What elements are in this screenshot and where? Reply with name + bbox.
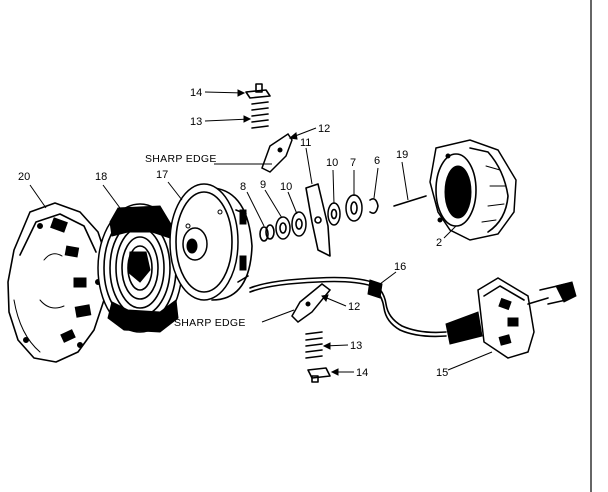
label-part-10-a: 10 [280, 181, 292, 193]
label-part-13-bottom: 13 [350, 340, 362, 352]
label-part-6: 6 [374, 155, 380, 167]
label-part-7: 7 [350, 157, 356, 169]
part-12a-pawl [261, 132, 293, 173]
sharp-edge-label-top: SHARP EDGE [145, 153, 217, 165]
part-6-retainer [369, 198, 379, 214]
part-16-starter-rope [249, 276, 447, 338]
sharp-edge-label-bottom: SHARP EDGE [174, 317, 246, 329]
part-10a-washer [291, 211, 307, 237]
label-part-14-top: 14 [190, 87, 202, 99]
label-part-11: 11 [300, 137, 311, 149]
label-part-17: 17 [156, 169, 168, 181]
part-18-rewind-spring [97, 203, 183, 333]
label-part-8: 8 [240, 181, 246, 193]
part-2-housing-cup [429, 139, 517, 241]
label-part-18: 18 [95, 171, 107, 183]
label-part-15: 15 [436, 367, 448, 379]
label-part-20: 20 [18, 171, 30, 183]
part-8-spring-washer [259, 224, 275, 242]
leader-lines [29, 91, 493, 373]
part-14a-screw [245, 83, 271, 99]
label-part-16: 16 [394, 261, 406, 273]
label-part-19: 19 [396, 149, 408, 161]
label-part-14-bottom: 14 [356, 367, 368, 379]
part-14b-screw [307, 367, 331, 383]
part-13a-spring [251, 101, 269, 129]
part-labels: 20 18 17 14 13 12 11 8 9 10 10 7 6 19 2 … [18, 87, 448, 379]
label-part-2: 2 [436, 237, 442, 249]
leader-arrowheads [237, 89, 339, 376]
part-9-washer [275, 216, 291, 240]
label-part-12-top: 12 [318, 123, 330, 135]
part-10b-washer [327, 202, 341, 226]
label-part-12-bottom: 12 [348, 301, 360, 313]
part-13b-spring [305, 331, 323, 359]
part-20-cover-plate [7, 202, 109, 363]
label-part-10-b: 10 [326, 157, 338, 169]
part-7-washer [345, 194, 363, 222]
label-part-9: 9 [260, 179, 266, 191]
part-15-starter-handle [445, 277, 577, 359]
part-17-rope-pulley [169, 183, 253, 301]
part-12b-pawl [291, 283, 332, 323]
label-part-13-top: 13 [190, 116, 202, 128]
part-11-brake-lever [305, 183, 331, 257]
part-19-pin [393, 195, 427, 207]
